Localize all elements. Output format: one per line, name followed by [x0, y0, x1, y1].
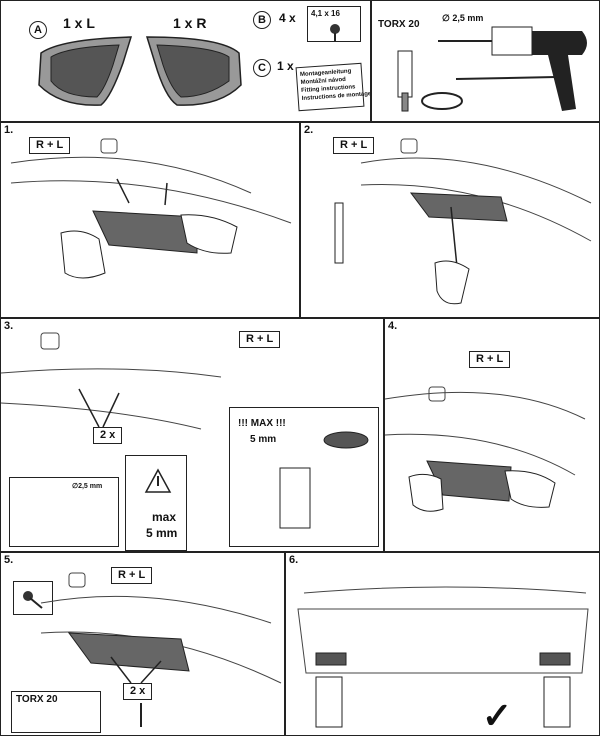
screw-icon — [23, 591, 43, 609]
torx-label: TORX 20 — [378, 19, 420, 30]
torx-label: TORX 20 — [16, 694, 58, 705]
drill-box: ∅2,5 mm — [9, 477, 119, 547]
side-tag: R + L — [333, 137, 375, 154]
drill-size-label: ∅2,5 mm — [72, 483, 103, 490]
drill-size-label: ∅ 2,5 mm — [442, 13, 484, 23]
trim-insert-illustration — [385, 386, 586, 512]
item-b-marker: B — [253, 11, 271, 29]
fitting-manual: Montageanleitung Montážní návod Fitting … — [295, 62, 370, 112]
step-1-panel: 1. R + L — [0, 122, 300, 318]
item-a-left-qty: 1 x L — [63, 15, 95, 31]
screw-fixing-illustration — [40, 572, 282, 727]
screw-spec-box: 4,1 x 16 — [307, 6, 361, 42]
drilling-illustration — [1, 332, 222, 430]
screw-count: 2 x — [123, 683, 153, 700]
depth-warning-box: max 5 mm — [125, 455, 187, 551]
tools-panel: TORX 20 ∅ 2,5 mm — [371, 0, 600, 122]
step-3-panel: 3. R + L 2 x ∅2,5 mm max 5 mm !!! MAX !!… — [0, 318, 384, 552]
side-tag: R + L — [29, 137, 71, 154]
screw-size: 4,1 x 16 — [311, 9, 340, 18]
exhaust-trims-illustration — [38, 36, 242, 106]
item-a-marker: A — [29, 21, 47, 39]
side-tag: R + L — [239, 331, 281, 348]
step-number: 5. — [4, 554, 14, 566]
step-6-panel: 6. ✓ — [285, 552, 600, 736]
tape-marking-box: !!! MAX !!! 5 mm — [229, 407, 379, 547]
step-number: 2. — [304, 124, 314, 136]
step-number: 6. — [289, 554, 299, 566]
max-depth-value: 5 mm — [146, 526, 178, 540]
finished-car-rear-illustration — [297, 586, 589, 728]
item-c-qty: 1 x — [277, 59, 294, 73]
side-tag: R + L — [111, 567, 153, 584]
step-number: 3. — [4, 320, 14, 332]
screw-icon — [330, 24, 340, 41]
parts-panel: A 1 x L 1 x R B 4 x 4,1 x 16 C 1 x Monta… — [0, 0, 371, 122]
step-4-panel: 4. R + L — [384, 318, 600, 552]
tape-max-value: 5 mm — [250, 434, 277, 445]
step-number: 4. — [388, 320, 398, 332]
item-a-right-qty: 1 x R — [173, 15, 207, 31]
hole-count: 2 x — [93, 427, 123, 444]
step-5-panel: 5. R + L 2 x TORX 20 — [0, 552, 285, 736]
marking-illustration — [334, 138, 592, 305]
side-tag: R + L — [469, 351, 511, 368]
completed-check-icon: ✓ — [482, 695, 513, 736]
warning-icon — [144, 468, 172, 493]
max-label: max — [152, 510, 177, 524]
screw-icon-box — [13, 581, 53, 615]
torx-box: TORX 20 — [11, 691, 101, 733]
step-2-panel: 2. R + L — [300, 122, 600, 318]
tape-max-label: !!! MAX !!! — [238, 418, 286, 429]
tools-illustration — [397, 26, 587, 112]
item-c-marker: C — [253, 59, 271, 77]
bumper-install-illustration — [10, 138, 292, 279]
step-number: 1. — [4, 124, 14, 136]
tape-icon — [279, 431, 369, 529]
item-b-qty: 4 x — [279, 11, 296, 25]
